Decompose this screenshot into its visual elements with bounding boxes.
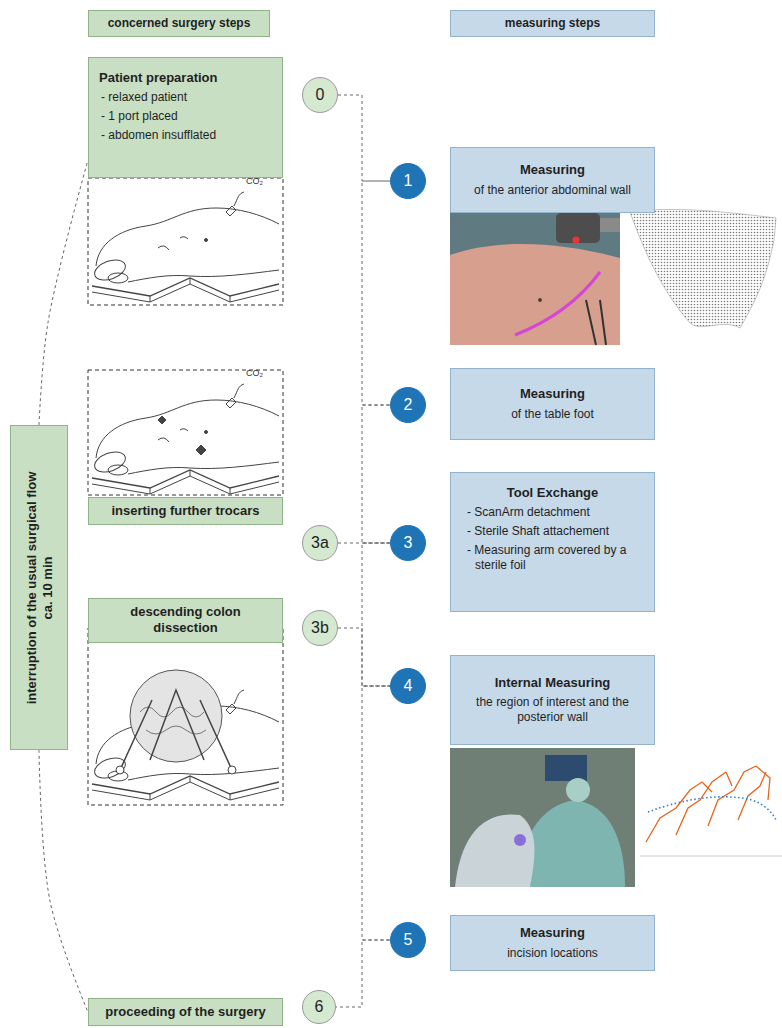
step-circle: 2 [390, 387, 426, 423]
gas-label: CO₂ [246, 369, 263, 379]
dashed-connector [338, 628, 390, 686]
node-title: 5 [391, 930, 425, 950]
step-circle: 5 [390, 922, 426, 958]
node-title: 3b [303, 618, 337, 638]
node-text: of the table foot [461, 407, 644, 422]
surgery-step-box: descending colon dissection [88, 598, 283, 643]
node-title: proceeding of the surgery [99, 1004, 272, 1020]
step-circle: 3b [302, 610, 338, 646]
node-title: descending colon dissection [99, 604, 272, 637]
node-title: measuring steps [451, 16, 654, 31]
surgery-step-box: inserting further trocars [88, 497, 283, 525]
node-text: - abdomen insufflated [99, 128, 272, 143]
node-title: 1 [391, 171, 425, 191]
dashed-connector [362, 543, 390, 686]
surgery-step-box: Patient preparation - relaxed patient - 1 … [88, 57, 283, 178]
step-circle: 3a [302, 525, 338, 561]
node-text: - Sterile Shaft attachement [461, 524, 644, 539]
gas-label: CO₂ [246, 177, 263, 187]
column-header: concerned surgery steps [88, 10, 270, 37]
node-title: Internal Measuring [461, 675, 644, 691]
node-text: of the anterior abdominal wall [461, 183, 644, 198]
measuring-box: Measuring of the table foot [450, 368, 655, 440]
duration-band: interruption of the usual surgical flowc… [10, 425, 68, 750]
node-title: Patient preparation [99, 70, 272, 86]
step-circle: 3 [390, 525, 426, 561]
node-text: the region of interest and the posterior… [461, 695, 644, 725]
step-circle: 4 [390, 668, 426, 704]
node-text: ca. 10 min [39, 425, 55, 750]
node-text: - 1 port placed [99, 109, 272, 124]
step-circle: 1 [390, 163, 426, 199]
node-title: 0 [303, 85, 337, 105]
node-title: inserting further trocars [99, 503, 272, 519]
node-title: concerned surgery steps [89, 16, 269, 31]
band-text-holder: interruption of the usual surgical flowc… [10, 425, 68, 750]
node-text: - Measuring arm covered by a sterile foi… [461, 543, 644, 573]
node-title: Measuring [461, 162, 644, 178]
measuring-box: Measuring incision locations [450, 915, 655, 971]
node-text: - ScanArm detachment [461, 505, 644, 520]
node-title: Tool Exchange [461, 485, 644, 501]
measuring-box: Internal Measuring the region of interest… [450, 655, 655, 745]
node-title: interruption of the usual surgical flow [23, 425, 39, 750]
dashed-connector [39, 750, 88, 1012]
dashed-connector [336, 940, 390, 1007]
node-title: Measuring [461, 386, 644, 402]
dashed-connector [39, 160, 88, 425]
column-header: measuring steps [450, 10, 655, 37]
step-circle: 6 [302, 990, 336, 1024]
node-title: Measuring [461, 925, 644, 941]
dashed-connector [338, 543, 390, 544]
dashed-connector [362, 181, 390, 405]
node-text: incision locations [461, 946, 644, 961]
node-title: 3 [391, 533, 425, 553]
node-text: - relaxed patient [99, 90, 272, 105]
dashed-connector [338, 95, 390, 181]
dashed-connector [362, 686, 390, 940]
node-title: 3a [303, 533, 337, 553]
node-title: 2 [391, 395, 425, 415]
node-title: 6 [303, 997, 335, 1017]
step-circle: 0 [302, 77, 338, 113]
measuring-box: Tool Exchange - ScanArm detachment - Steri… [450, 472, 655, 612]
node-title: 4 [391, 676, 425, 696]
surgery-step-box: proceeding of the surgery [88, 998, 283, 1026]
dashed-connector [362, 405, 390, 543]
measuring-box: Measuring of the anterior abdominal wall [450, 147, 655, 213]
